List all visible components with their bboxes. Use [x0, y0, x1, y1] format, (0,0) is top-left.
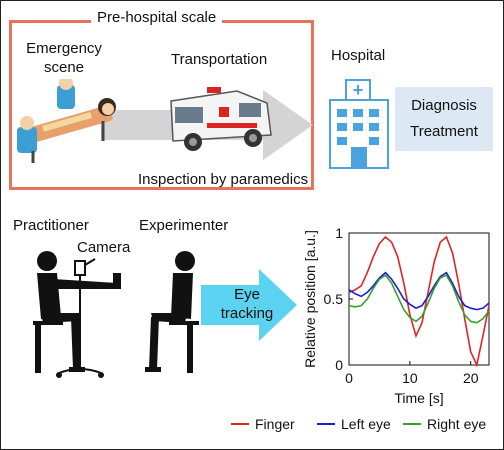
practitioner-illustration	[33, 251, 121, 378]
series-line-right-eye	[348, 274, 490, 324]
legend-label: Right eye	[427, 416, 487, 432]
legend-label: Left eye	[341, 416, 391, 432]
treatment-label: Treatment	[410, 123, 478, 140]
hospital-sign: +	[345, 79, 371, 101]
ambulance-illustration	[170, 87, 272, 151]
practitioner-label: Practitioner	[13, 217, 89, 234]
x-axis-label: Time [s]	[394, 390, 443, 406]
camera-label: Camera	[77, 239, 131, 256]
hospital-label: Hospital	[331, 47, 386, 64]
series-line-left-eye	[348, 271, 490, 311]
prehospital-title: Pre-hospital scale	[91, 9, 223, 26]
legend-item-right-eye: Right eye	[403, 413, 486, 435]
diagnosis-treatment-box: Diagnosis Treatment	[395, 87, 493, 151]
legend-swatch	[231, 423, 249, 425]
x-tick-label: 0	[345, 370, 353, 386]
y-axis-label: Relative position [a.u.]	[302, 230, 318, 368]
emergency-scene-label: Emergency scene	[26, 40, 102, 76]
eye-tracking-arrow	[201, 269, 297, 341]
x-tick-label: 10	[402, 370, 418, 386]
legend-label: Finger	[255, 416, 295, 432]
eye-tracking-label: Eye tracking	[220, 286, 274, 322]
legend-swatch	[403, 423, 421, 425]
diagnosis-label: Diagnosis	[411, 97, 477, 114]
y-tick-label: 0.5	[324, 291, 344, 307]
emergency-scene-illustration	[17, 79, 116, 163]
y-tick-label: 1	[335, 225, 343, 241]
experimenter-illustration	[145, 251, 199, 373]
hospital-icon: +	[327, 79, 391, 171]
legend-item-finger: Finger	[231, 413, 295, 435]
inspection-label: Inspection by paramedics	[138, 171, 309, 188]
hospital-windows	[337, 109, 379, 167]
plot-area	[348, 232, 490, 366]
experimenter-label: Experimenter	[139, 217, 229, 234]
legend-item-left-eye: Left eye	[317, 413, 391, 435]
chart-legend: Finger Left eye Right eye	[231, 413, 501, 435]
series-line-finger	[348, 235, 490, 368]
legend-swatch	[317, 423, 335, 425]
x-tick-label: 20	[463, 370, 479, 386]
transportation-label: Transportation	[171, 51, 268, 68]
y-tick-label: 0	[335, 357, 343, 373]
